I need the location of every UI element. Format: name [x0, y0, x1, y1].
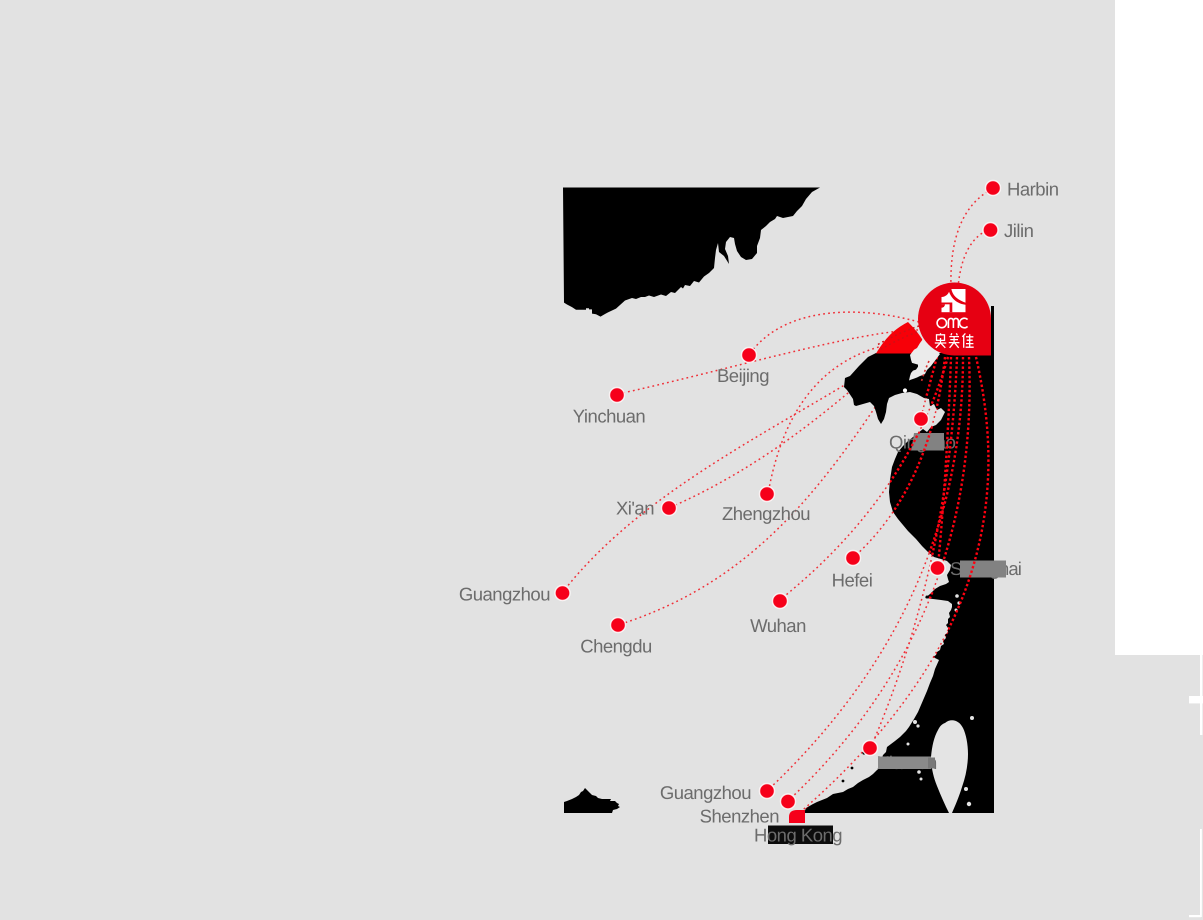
- svg-text:Harbin: Harbin: [1007, 179, 1059, 200]
- svg-text:Shenzhen: Shenzhen: [700, 806, 780, 827]
- svg-text:Hong Kong: Hong Kong: [754, 825, 842, 846]
- svg-text:Beijing: Beijing: [717, 365, 769, 386]
- svg-text:Wuhan: Wuhan: [750, 615, 806, 636]
- svg-text:Guangzhou: Guangzhou: [459, 584, 550, 605]
- svg-text:Guangzhou: Guangzhou: [660, 782, 751, 803]
- svg-text:Chengdu: Chengdu: [580, 636, 652, 657]
- svg-text:Zhengzhou: Zhengzhou: [722, 503, 810, 524]
- svg-text:Jilin: Jilin: [1004, 220, 1034, 241]
- svg-text:Hefei: Hefei: [832, 570, 873, 591]
- svg-text:Yinchuan: Yinchuan: [573, 406, 646, 427]
- svg-text:Xi'an: Xi'an: [616, 498, 654, 519]
